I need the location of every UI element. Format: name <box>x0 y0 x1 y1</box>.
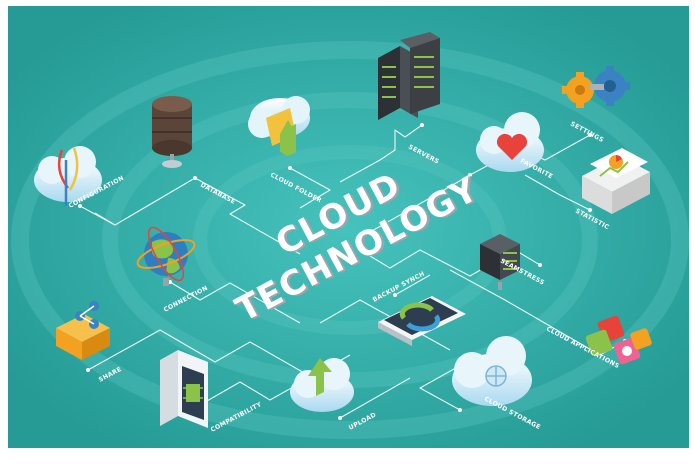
server-rack-icon <box>378 32 440 120</box>
connector-lines <box>79 124 626 419</box>
gears-icon <box>562 66 630 108</box>
upload-cloud-icon <box>290 358 354 412</box>
favorite-heart-cloud-icon <box>476 112 544 172</box>
cloud-storage-icon <box>452 336 532 406</box>
share-box-icon <box>56 301 110 360</box>
database-icon <box>152 96 192 168</box>
cloud-apps-icon <box>585 315 652 365</box>
globe-icon <box>136 226 196 286</box>
connector-dots <box>78 123 627 420</box>
chip-device-icon <box>160 350 208 428</box>
server-node-icon <box>480 234 520 290</box>
cloud-folder-icon <box>248 96 310 156</box>
phone-sync-icon <box>378 296 466 346</box>
statistic-chart-icon <box>582 148 650 214</box>
configuration-cloud-icon <box>34 146 102 206</box>
